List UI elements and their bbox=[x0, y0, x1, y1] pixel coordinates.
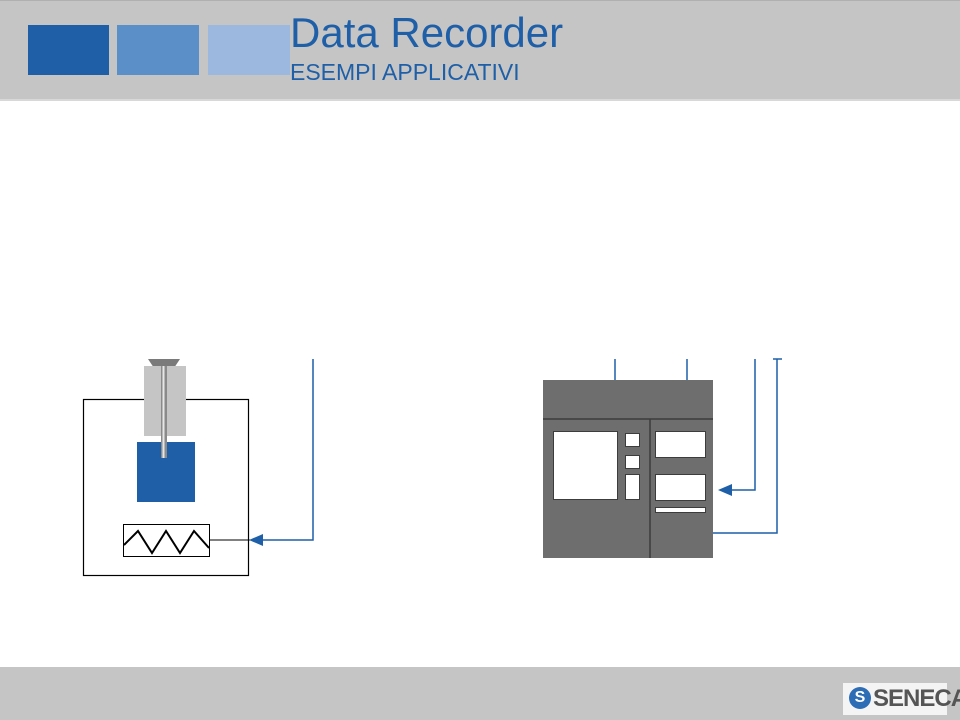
arrowhead-left-icon bbox=[718, 484, 732, 496]
decor-square-light bbox=[208, 25, 290, 75]
recorder-display bbox=[553, 431, 618, 500]
indicator-1 bbox=[625, 433, 640, 447]
heater-box bbox=[123, 524, 210, 557]
recorder-slot bbox=[655, 507, 706, 513]
title-bar: Data Recorder ESEMPI APPLICATIVI bbox=[0, 0, 960, 101]
logo-text: SENECA bbox=[873, 685, 960, 712]
arrowhead-left-icon bbox=[249, 534, 263, 546]
page-title: Data Recorder bbox=[290, 9, 564, 56]
indicator-2 bbox=[625, 455, 640, 469]
recorder-module-1 bbox=[655, 431, 706, 458]
probe-head bbox=[148, 359, 180, 368]
left-signal-line bbox=[262, 359, 314, 541]
right-signal-line-2 bbox=[713, 359, 778, 534]
heater-coil-icon bbox=[123, 529, 210, 555]
header-divider bbox=[0, 99, 960, 101]
seneca-logo: S SENECA bbox=[843, 683, 960, 715]
recorder-module-2 bbox=[655, 474, 706, 501]
footer-bar bbox=[0, 667, 960, 720]
decor-square-medium bbox=[117, 25, 199, 75]
probe-rod-shine bbox=[162, 366, 165, 458]
page-subtitle: ESEMPI APPLICATIVI bbox=[290, 59, 520, 85]
seneca-logo-icon: S bbox=[849, 687, 871, 709]
right-signal-line-1 bbox=[730, 359, 756, 491]
decor-square-dark bbox=[28, 25, 109, 75]
indicator-3 bbox=[625, 474, 640, 500]
